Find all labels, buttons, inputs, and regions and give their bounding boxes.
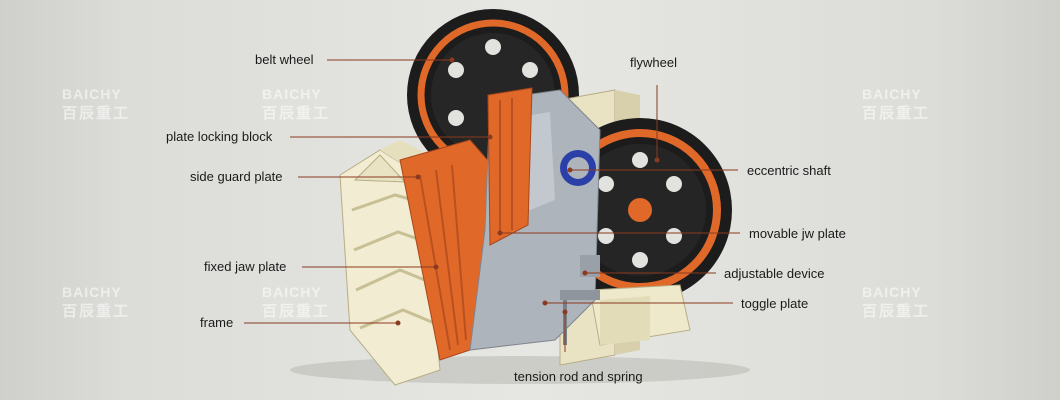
label-flywheel: flywheel [630, 55, 677, 70]
label-plate-locking-block: plate locking block [166, 129, 273, 144]
label-toggle-plate: toggle plate [741, 296, 809, 311]
label-eccentric-shaft: eccentric shaft [747, 163, 831, 178]
label-belt-wheel: belt wheel [255, 52, 314, 67]
label-tension-rod-and-spring: tension rod and spring [514, 369, 643, 384]
label-fixed-jaw-plate: fixed jaw plate [204, 259, 287, 274]
toggle-plate-part [560, 290, 600, 300]
label-frame: frame [200, 315, 234, 330]
label-adjustable-device: adjustable device [724, 266, 825, 281]
label-side-guard-plate: side guard plate [190, 169, 283, 184]
movable-jaw-plate [487, 87, 533, 246]
label-movable-jaw-plate: movable jw plate [749, 226, 846, 241]
leader-lines [244, 57, 740, 352]
